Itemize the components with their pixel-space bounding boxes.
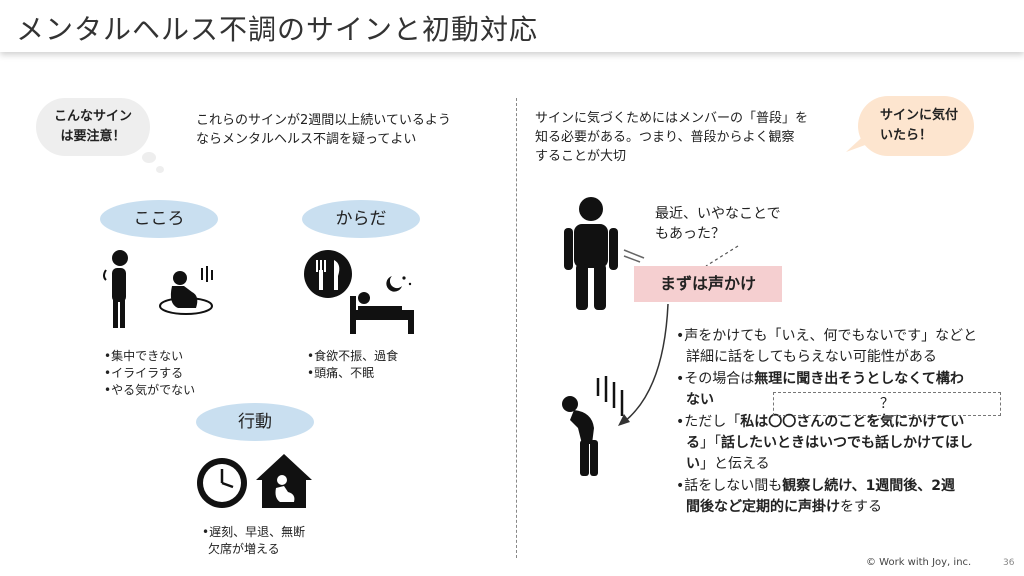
section-divider xyxy=(516,98,517,558)
title-bar: メンタルヘルス不調のサインと初動対応 xyxy=(0,0,1024,52)
first-step-label: まずは声かけ xyxy=(634,266,782,302)
speech-bubble-line2: いたら！ xyxy=(880,128,933,143)
karada-list: •食欲不振、過食 •頭痛、不眠 xyxy=(307,348,398,382)
kokoro-label: こころ xyxy=(133,209,185,229)
quote-pointer-line xyxy=(705,245,739,267)
kodo-label: 行動 xyxy=(238,412,272,432)
intro-right: サインに気づくためにはメンバーの「普段」を 知る必要がある。つまり、普段からよく… xyxy=(535,109,845,166)
question-mark: ？ xyxy=(880,396,894,412)
list-item: •ただし「私は〇〇さんのことを気にかけてい る」「話したいときはいつでも話しかけ… xyxy=(676,414,973,472)
intro-left-line1: これらのサインが2週間以上続いているよう xyxy=(196,113,451,128)
thought-puff-large xyxy=(142,152,156,163)
list-item: •遅刻、早退、無断 xyxy=(202,525,306,539)
karada-pill: からだ xyxy=(302,200,420,238)
list-item: •頭痛、不眠 xyxy=(307,366,375,380)
list-item: •やる気がでない xyxy=(104,383,196,397)
thought-bubble-line2: は要注意！ xyxy=(60,129,126,144)
copyright-footer: © Work with Joy, inc. xyxy=(866,557,972,568)
list-item: •声をかけても「いえ、何でもないです」などと 詳細に話をしてもらえない可能性があ… xyxy=(676,328,978,365)
house-person-icon xyxy=(256,454,312,508)
fork-knife-icon xyxy=(304,250,352,298)
dashed-annotation-box xyxy=(773,392,1001,416)
intro-left: これらのサインが2週間以上続いているよう ならメンタルヘルス不調を疑ってよい xyxy=(196,111,496,149)
intro-right-line2: 知る必要がある。つまり、普段からよく観察 xyxy=(535,130,795,145)
clock-icon xyxy=(197,458,247,508)
kodo-list: •遅刻、早退、無断 欠席が増える xyxy=(202,524,305,558)
intro-left-line2: ならメンタルヘルス不調を疑ってよい xyxy=(196,132,417,147)
kokoro-list: •集中できない •イライラする •やる気がでない xyxy=(104,348,195,399)
intro-right-line3: することが大切 xyxy=(535,149,627,164)
speech-bubble-tail xyxy=(846,130,870,152)
list-item: •集中できない xyxy=(104,349,184,363)
standing-person-icon xyxy=(564,197,618,310)
list-item: •話をしない間も観察し続け、1週間後、2週 間後など定期的に声掛けをする xyxy=(676,478,956,515)
intro-right-line1: サインに気づくためにはメンバーの「普段」を xyxy=(535,111,809,126)
page-title: メンタルヘルス不調のサインと初動対応 xyxy=(16,13,539,46)
list-item: •その場合は無理に聞き出そうとしなくて構わ ない xyxy=(676,371,964,408)
list-item: •食欲不振、過食 xyxy=(307,349,399,363)
speech-quote-line1: 最近、いやなことで xyxy=(655,206,781,222)
kodo-pill: 行動 xyxy=(196,403,314,441)
thought-puff-small xyxy=(156,166,164,173)
kokoro-pill: こころ xyxy=(100,200,218,238)
speech-mark-lines xyxy=(623,249,645,263)
list-item: 欠席が増える xyxy=(208,542,280,556)
list-item: •イライラする xyxy=(104,366,184,380)
speech-bubble: サインに気付 いたら！ xyxy=(858,96,974,156)
speech-bubble-line1: サインに気付 xyxy=(880,108,959,123)
person-sitting-down-icon xyxy=(159,266,213,315)
bowing-person-icon xyxy=(562,376,624,476)
thought-bubble-line1: こんなサイン xyxy=(53,109,132,124)
thought-bubble: こんなサイン は要注意！ xyxy=(36,98,150,156)
karada-label: からだ xyxy=(335,209,387,229)
speech-quote: 最近、いやなことで もあった？ xyxy=(655,204,781,244)
page-number: 36 xyxy=(1003,558,1015,568)
speech-quote-line2: もあった？ xyxy=(655,226,725,242)
bed-sleeping-icon xyxy=(350,276,414,334)
curved-arrow xyxy=(618,303,669,426)
advice-list: •声をかけても「いえ、何でもないです」などと 詳細に話をしてもらえない可能性があ… xyxy=(676,326,1006,519)
standing-head-down-icon xyxy=(103,250,128,328)
